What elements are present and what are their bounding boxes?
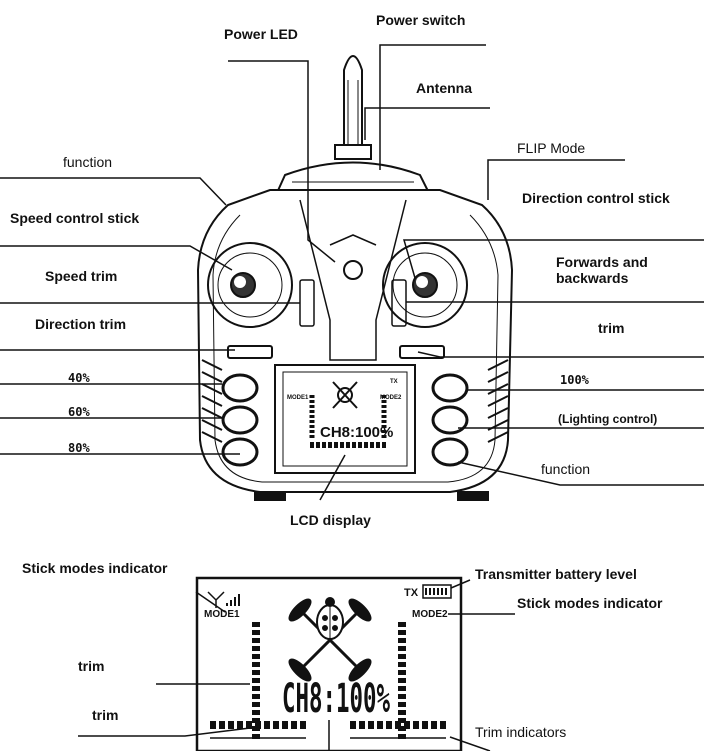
svg-text:MODE1: MODE1 [287,395,309,401]
label-flip-mode: FLIP Mode [517,140,586,156]
label-antenna: Antenna [416,80,472,96]
label-power-switch: Power switch [376,12,466,28]
label-power-led: Power LED [224,26,298,42]
label-60pct: 60% [68,405,90,419]
label-speed-trim: Speed trim [45,268,118,284]
label-direction-control-stick: Direction control stick [522,190,670,206]
label-trim-lower-2: trim [92,707,119,723]
label-function-top: function [63,154,113,170]
transmitter-body [196,55,514,501]
lcd-large-mode1: MODE1 [204,609,240,620]
left-stick-gimbal [207,242,293,328]
right-stick-gimbal [382,242,468,328]
label-trim-lower-1: trim [78,658,105,674]
label-trim-right: trim [598,320,625,336]
label-100pct: 100% [560,373,589,387]
lcd-large-text: MODE1 MODE2 TX CH8:100% [204,587,448,722]
lcd-drone-icon [288,597,372,682]
lcd-small-channel: CH8:100% [320,424,393,441]
svg-text:TX: TX [390,379,398,385]
lcd-large-mode2: MODE2 [412,609,448,620]
label-direction-trim: Direction trim [35,316,127,332]
label-80pct: 80% [68,441,90,455]
lcd-large-tx: TX [404,587,419,599]
label-trim-indicators: Trim indicators [475,724,567,740]
lcd-small-text: CH8:100% MODE1 MODE2 TX [287,379,402,441]
svg-text:MODE2: MODE2 [380,395,402,401]
power-led [343,260,363,280]
label-speed-control-stick: Speed control stick [10,210,140,226]
lcd-large-channel: CH8:100% [282,676,390,722]
label-lighting-control: (Lighting control) [558,412,658,426]
label-lcd-display: LCD display [290,512,371,528]
label-40pct: 40% [68,371,90,385]
label-stick-modes-left: Stick modes indicator [22,560,168,576]
label-transmitter-battery: Transmitter battery level [475,566,637,582]
label-function-bottom: function [541,461,591,477]
label-forwards-backwards: Forwards and backwards [556,254,648,286]
leader-lines [0,44,704,751]
label-stick-modes-right: Stick modes indicator [517,595,663,611]
antenna [343,55,363,155]
